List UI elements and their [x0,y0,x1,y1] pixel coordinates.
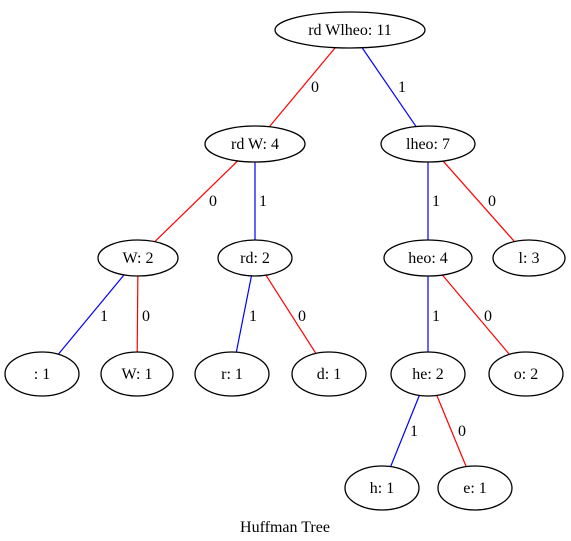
edge-bit-label: 1 [432,193,440,210]
edge-line [265,274,317,354]
edge-n_rd-to-n_r: 1 [235,275,257,353]
edge-bit-label: 1 [259,193,267,210]
tree-node-n_heo: heo: 4 [383,239,473,277]
node-ellipse [488,351,564,397]
node-layer: rd Wlheo: 11 rd W: 4 lheo: 7 W: 2 rd: 2 heo: … [4,11,566,511]
node-label: : 1 [34,366,50,383]
node-label: h: 1 [370,480,394,497]
edge-line [57,274,125,355]
edge-n_rd-to-n_d: 0 [265,274,317,354]
tree-node-n_space: : 1 [4,351,80,397]
edge-line [361,47,417,127]
tree-node-root: rd Wlheo: 11 [274,11,426,49]
tree-node-n_d: d: 1 [291,351,367,397]
node-label: d: 1 [317,366,341,383]
edge-n_he-to-n_e: 0 [436,395,467,467]
edge-line [268,47,336,128]
node-ellipse [217,239,293,277]
node-ellipse [291,351,367,397]
node-ellipse [194,351,270,397]
edge-line [442,160,515,242]
node-label: heo: 4 [408,250,448,267]
tree-node-n_W2: W: 2 [97,239,179,277]
edge-bit-label: 1 [249,308,257,325]
diagram-caption: Huffman Tree [240,519,330,536]
node-label: r: 1 [221,366,243,383]
node-ellipse [437,465,513,511]
edge-bit-label: 1 [100,308,108,325]
edge-bit-label: 0 [311,79,319,96]
node-label: lheo: 7 [406,136,450,153]
edge-line [136,275,139,353]
edge-n_heo-to-n_he: 1 [427,276,440,352]
edge-line [154,160,239,243]
tree-node-n_W1: W: 1 [100,351,174,397]
edge-bit-label: 0 [484,308,492,325]
node-ellipse [4,351,80,397]
edge-n_rdW-to-n_W2: 0 [154,160,239,243]
node-ellipse [97,239,179,277]
tree-node-n_o: o: 2 [488,351,564,397]
node-label: rd: 2 [240,250,270,267]
node-label: he: 2 [412,366,444,383]
edge-bit-label: 0 [142,308,150,325]
node-label: l: 3 [519,250,540,267]
edge-n_W2-to-n_W1: 0 [136,275,150,353]
node-ellipse [492,239,566,277]
edge-root-to-n_rdW: 0 [268,47,336,128]
node-label: e: 1 [463,480,487,497]
edge-bit-label: 1 [432,308,440,325]
node-ellipse [380,125,476,163]
tree-node-n_lheo: lheo: 7 [380,125,476,163]
node-ellipse [390,351,466,397]
edge-n_W2-to-n_space: 1 [57,274,125,355]
tree-node-n_rd: rd: 2 [217,239,293,277]
edge-n_rdW-to-n_rd: 1 [254,162,267,240]
tree-node-n_r: r: 1 [194,351,270,397]
node-ellipse [383,239,473,277]
edge-bit-label: 0 [488,193,496,210]
node-label: W: 2 [123,250,154,267]
node-ellipse [344,465,420,511]
edge-bit-label: 0 [458,423,466,440]
edge-n_lheo-to-n_l: 0 [442,160,515,242]
edge-root-to-n_lheo: 1 [361,47,417,127]
edge-line [235,275,253,353]
node-ellipse [274,11,426,49]
edge-line [390,395,420,467]
node-label: W: 1 [122,366,153,383]
edge-n_lheo-to-n_heo: 1 [427,162,440,240]
edge-n_heo-to-n_o: 0 [441,274,510,355]
tree-node-n_e: e: 1 [437,465,513,511]
tree-node-n_he: he: 2 [390,351,466,397]
edge-bit-label: 0 [298,308,306,325]
edge-n_he-to-n_h: 1 [390,395,420,467]
edge-line [441,274,510,355]
tree-node-n_h: h: 1 [344,465,420,511]
tree-node-n_l: l: 3 [492,239,566,277]
node-ellipse [100,351,174,397]
edge-bit-label: 0 [209,193,217,210]
node-label: o: 2 [514,366,538,383]
tree-node-n_rdW: rd W: 4 [204,125,306,163]
node-ellipse [204,125,306,163]
edge-bit-label: 1 [398,79,406,96]
edge-bit-label: 1 [410,423,418,440]
node-label: rd Wlheo: 11 [308,22,392,39]
node-label: rd W: 4 [231,136,279,153]
edge-line [436,395,467,467]
edge-layer: 0 1 0 1 1 0 1 0 1 0 1 0 1 0 [57,47,515,467]
